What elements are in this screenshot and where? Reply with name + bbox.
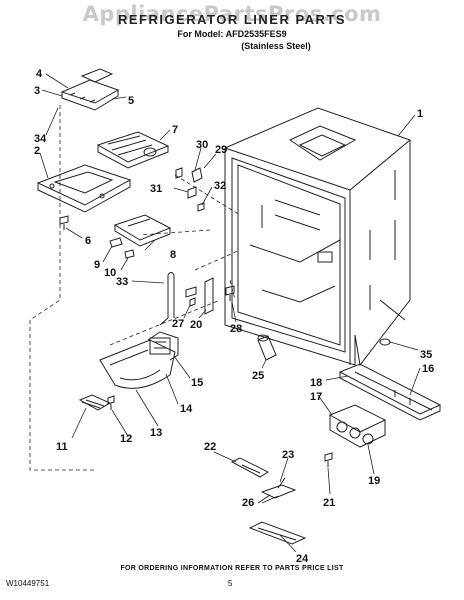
callout-32: 32: [214, 180, 226, 192]
callout-1: 1: [417, 108, 423, 120]
part-liner: [224, 107, 411, 367]
part-fasteners: [109, 237, 135, 259]
part-bracket-8: [113, 214, 172, 247]
ordering-note: FOR ORDERING INFORMATION REFER TO PARTS …: [120, 565, 344, 572]
part-lens: [78, 394, 112, 411]
finish-line: (Stainless Steel): [241, 41, 311, 51]
callout-25: 25: [252, 370, 264, 382]
callout-34: 34: [34, 133, 47, 145]
part-screw-6: [59, 215, 69, 230]
part-cylinder: [257, 334, 277, 361]
callout-2: 2: [34, 145, 40, 157]
callout-19: 19: [368, 475, 380, 487]
callout-3: 3: [34, 85, 40, 97]
callout-24: 24: [296, 553, 309, 565]
page-title: REFRIGERATOR LINER PARTS: [117, 12, 347, 27]
callout-10: 10: [104, 267, 116, 279]
callout-26: 26: [242, 497, 254, 509]
callout-14: 14: [180, 403, 193, 415]
part-screw-21: [324, 452, 333, 467]
part-cover: [96, 131, 170, 169]
callout-27: 27: [172, 318, 184, 330]
callout-8: 8: [170, 249, 176, 261]
callout-22: 22: [204, 441, 216, 453]
callout-7: 7: [172, 124, 178, 136]
callout-15: 15: [191, 377, 203, 389]
callout-31: 31: [150, 183, 162, 195]
callout-29: 29: [215, 144, 227, 156]
part-bin-assembly: [99, 331, 179, 389]
callout-28: 28: [230, 323, 242, 335]
callout-5: 5: [128, 95, 134, 107]
leader-lines: [39, 73, 421, 553]
callout-30: 30: [196, 139, 208, 151]
part-harness: [257, 477, 297, 504]
callout-18: 18: [310, 377, 322, 389]
part-screw-12: [107, 395, 115, 410]
part-grommet: [379, 338, 391, 346]
callout-17: 17: [310, 391, 322, 403]
callout-23: 23: [282, 449, 294, 461]
assembly-dash-lines: [29, 105, 241, 471]
callout-20: 20: [190, 319, 202, 331]
callout-11: 11: [56, 441, 68, 453]
part-strip: [248, 521, 307, 545]
part-small-clips: [175, 167, 205, 212]
model-line: For Model: AFD2535FES9: [177, 29, 287, 39]
part-hinge: [185, 277, 214, 315]
part-bracket-22: [230, 457, 270, 478]
callout-35: 35: [420, 349, 432, 361]
callout-21: 21: [323, 497, 335, 509]
callout-4: 4: [36, 68, 43, 80]
part-top-housing: [60, 68, 120, 111]
part-screw-28: [225, 285, 235, 301]
callout-13: 13: [150, 427, 162, 439]
watermark: AppliancePartsPros.com: [82, 2, 382, 26]
part-housing-plate: [36, 164, 132, 213]
part-tube: [159, 272, 175, 326]
part-rail: [338, 363, 442, 421]
document-number: W10449751: [6, 579, 50, 588]
callout-numbers: 1 2 3 4 5 6 7 8 9 10 11 12 13 14 15 16 1…: [34, 68, 434, 565]
page-number: 5: [228, 579, 233, 588]
callout-12: 12: [120, 433, 132, 445]
callout-6: 6: [85, 235, 91, 247]
callout-9: 9: [94, 259, 100, 271]
part-mount: [328, 404, 387, 448]
callout-33: 33: [116, 276, 128, 288]
callout-16: 16: [422, 363, 434, 375]
